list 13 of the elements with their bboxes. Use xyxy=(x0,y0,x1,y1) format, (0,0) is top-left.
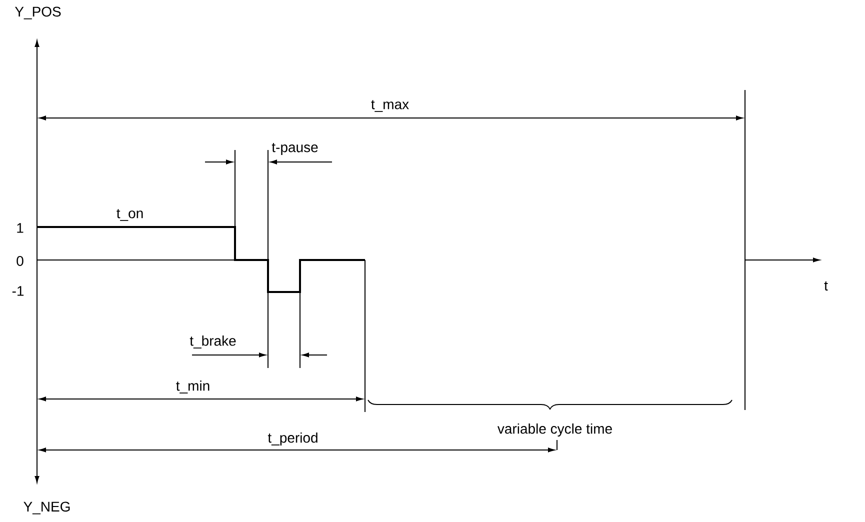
tick-label: 1 xyxy=(17,223,24,233)
tick-label: -1 xyxy=(12,286,24,296)
dimension-label: t_on xyxy=(116,209,143,221)
tick-label: 0 xyxy=(16,256,24,266)
axis-label: t xyxy=(824,281,828,291)
dimension-label: t_min xyxy=(176,380,210,394)
dimension-label: t_max xyxy=(371,100,409,112)
dimension-label: t-pause xyxy=(272,143,318,155)
dimension-label: t_period xyxy=(268,432,318,446)
brace-label: variable cycle time xyxy=(497,423,612,436)
axis-label: Y_POS xyxy=(14,6,61,20)
axis-label: Y_NEG xyxy=(24,502,70,514)
dimension-label: t_brake xyxy=(190,336,236,348)
